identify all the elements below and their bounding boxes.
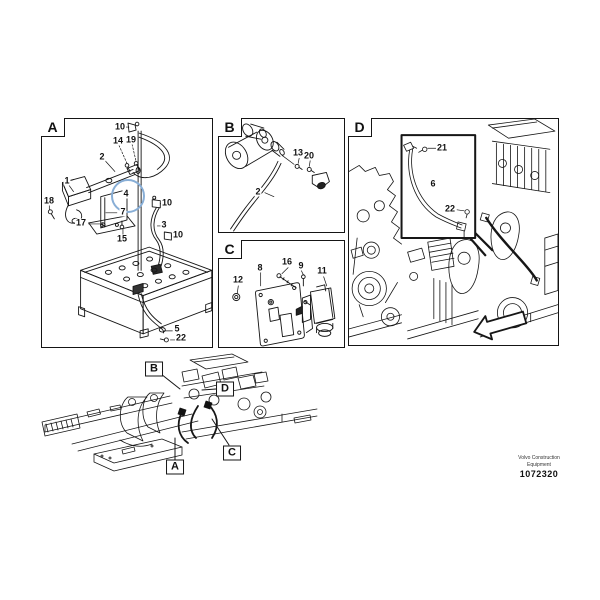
publisher-block: Volvo Construction Equipment 1072320 [496,455,582,479]
callout-7: 7 [119,206,127,217]
figure-number: 1072320 [519,469,559,479]
engine-right-drawing [479,119,558,338]
callout-20: 20 [302,150,316,161]
panel-b-leader-lines [264,154,311,198]
callout-17: 17 [74,217,88,228]
callout-10: 10 [160,197,174,208]
callout-21: 21 [435,142,449,153]
callout-19: 19 [124,134,138,145]
bolt-18 [47,209,55,220]
panel-c-drawing [219,241,344,347]
panel-a: A [41,118,213,348]
starter-motor-drawing [224,123,285,170]
bolts-13-20 [294,163,315,173]
publisher-name-line2: Equipment [527,461,551,468]
cable-lead-drawing [86,163,141,194]
callout-9: 9 [297,260,305,271]
callout-13: 13 [291,147,305,158]
starter-cable-drawing [230,160,282,232]
callout-18: 18 [42,195,56,206]
callout-16: 16 [280,256,294,267]
callout-10: 10 [171,229,185,240]
overview-markers: B D A C [32,352,322,495]
overview-marker-C: C [223,445,241,461]
callout-11: 11 [316,265,328,276]
callout-2: 2 [98,151,106,162]
callout-15: 15 [115,233,129,244]
callout-3: 3 [160,219,168,230]
engine-left-drawing [349,165,402,338]
panel-c: C [218,240,345,348]
panel-d-callouts: 21 6 22 [349,119,558,345]
overview-leader-lines [160,373,230,461]
callout-12: 12 [231,274,245,285]
panel-a-label: A [41,118,65,137]
overview-marker-B: B [145,361,163,377]
battery-drawing [78,246,212,339]
callout-14: 14 [111,135,125,146]
direction-arrow [473,310,528,341]
publisher-name-line1: Volvo Construction [518,455,560,461]
callout-2: 2 [254,186,262,197]
callout-22: 22 [443,203,457,214]
machine-overview: B D A C [32,352,322,495]
panel-b-label: B [218,118,242,137]
clamp-10-top [124,121,140,172]
panel-d-label: D [348,118,372,137]
frame-drawing [41,392,318,472]
mounting-plate-drawing [255,282,313,347]
overview-marker-A: A [166,459,184,475]
bolt-9 [301,274,306,287]
highlight-circle [111,179,145,213]
callout-8: 8 [256,262,264,273]
inset-pointer [468,231,494,257]
screw-16 [276,273,297,289]
elbow-connector-drawing [311,172,330,190]
callout-4: 4 [122,188,130,199]
cable-5-drawing [137,293,169,343]
callout-10: 10 [113,121,127,132]
callout-1: 1 [63,175,71,186]
relay-drawing [295,284,336,337]
panel-d: D [348,118,559,346]
callout-6: 6 [429,178,437,189]
panel-b-drawing [219,119,344,232]
panel-c-label: C [218,240,242,259]
washer-12 [232,293,241,302]
machine-overview-drawing [32,352,322,495]
panel-c-leader-lines [236,267,328,294]
overview-marker-D: D [216,381,234,397]
panel-b: B [218,118,345,233]
callout-22: 22 [174,332,188,343]
callout-5: 5 [173,323,181,334]
